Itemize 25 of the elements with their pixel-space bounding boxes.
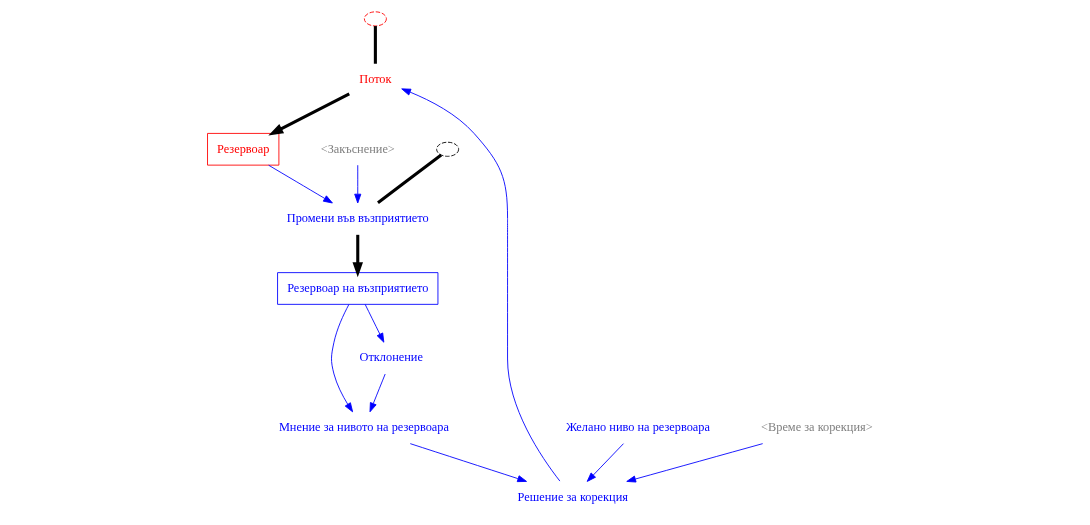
node-cloud	[436, 141, 460, 157]
node-box: Резервоар	[207, 132, 280, 166]
node-text: Мнение за нивото на резервоара	[278, 419, 449, 434]
arrow	[586, 443, 624, 482]
arrow	[401, 88, 561, 482]
node-text: <Закъснение>	[320, 141, 395, 156]
node-cloud	[363, 11, 387, 27]
arrow	[268, 164, 333, 204]
node-box: Резервоар на възприятието	[277, 272, 439, 305]
node-text: Желано ниво на резервоара	[565, 419, 710, 434]
arrow	[331, 304, 354, 413]
arrow	[409, 443, 527, 483]
node-text: Отклонение	[359, 350, 423, 365]
arrow	[268, 92, 350, 136]
arrow	[369, 373, 386, 413]
node-text: Решение за корекция	[517, 489, 628, 504]
arrow	[364, 304, 385, 343]
node-text: Поток	[359, 71, 392, 86]
node-text: <Време за корекция>	[761, 419, 873, 434]
node-text: Промени във възприятието	[286, 211, 429, 226]
connector	[373, 26, 377, 64]
arrow	[354, 164, 362, 204]
connector	[377, 153, 443, 204]
arrow	[352, 234, 363, 278]
arrow	[626, 443, 764, 483]
